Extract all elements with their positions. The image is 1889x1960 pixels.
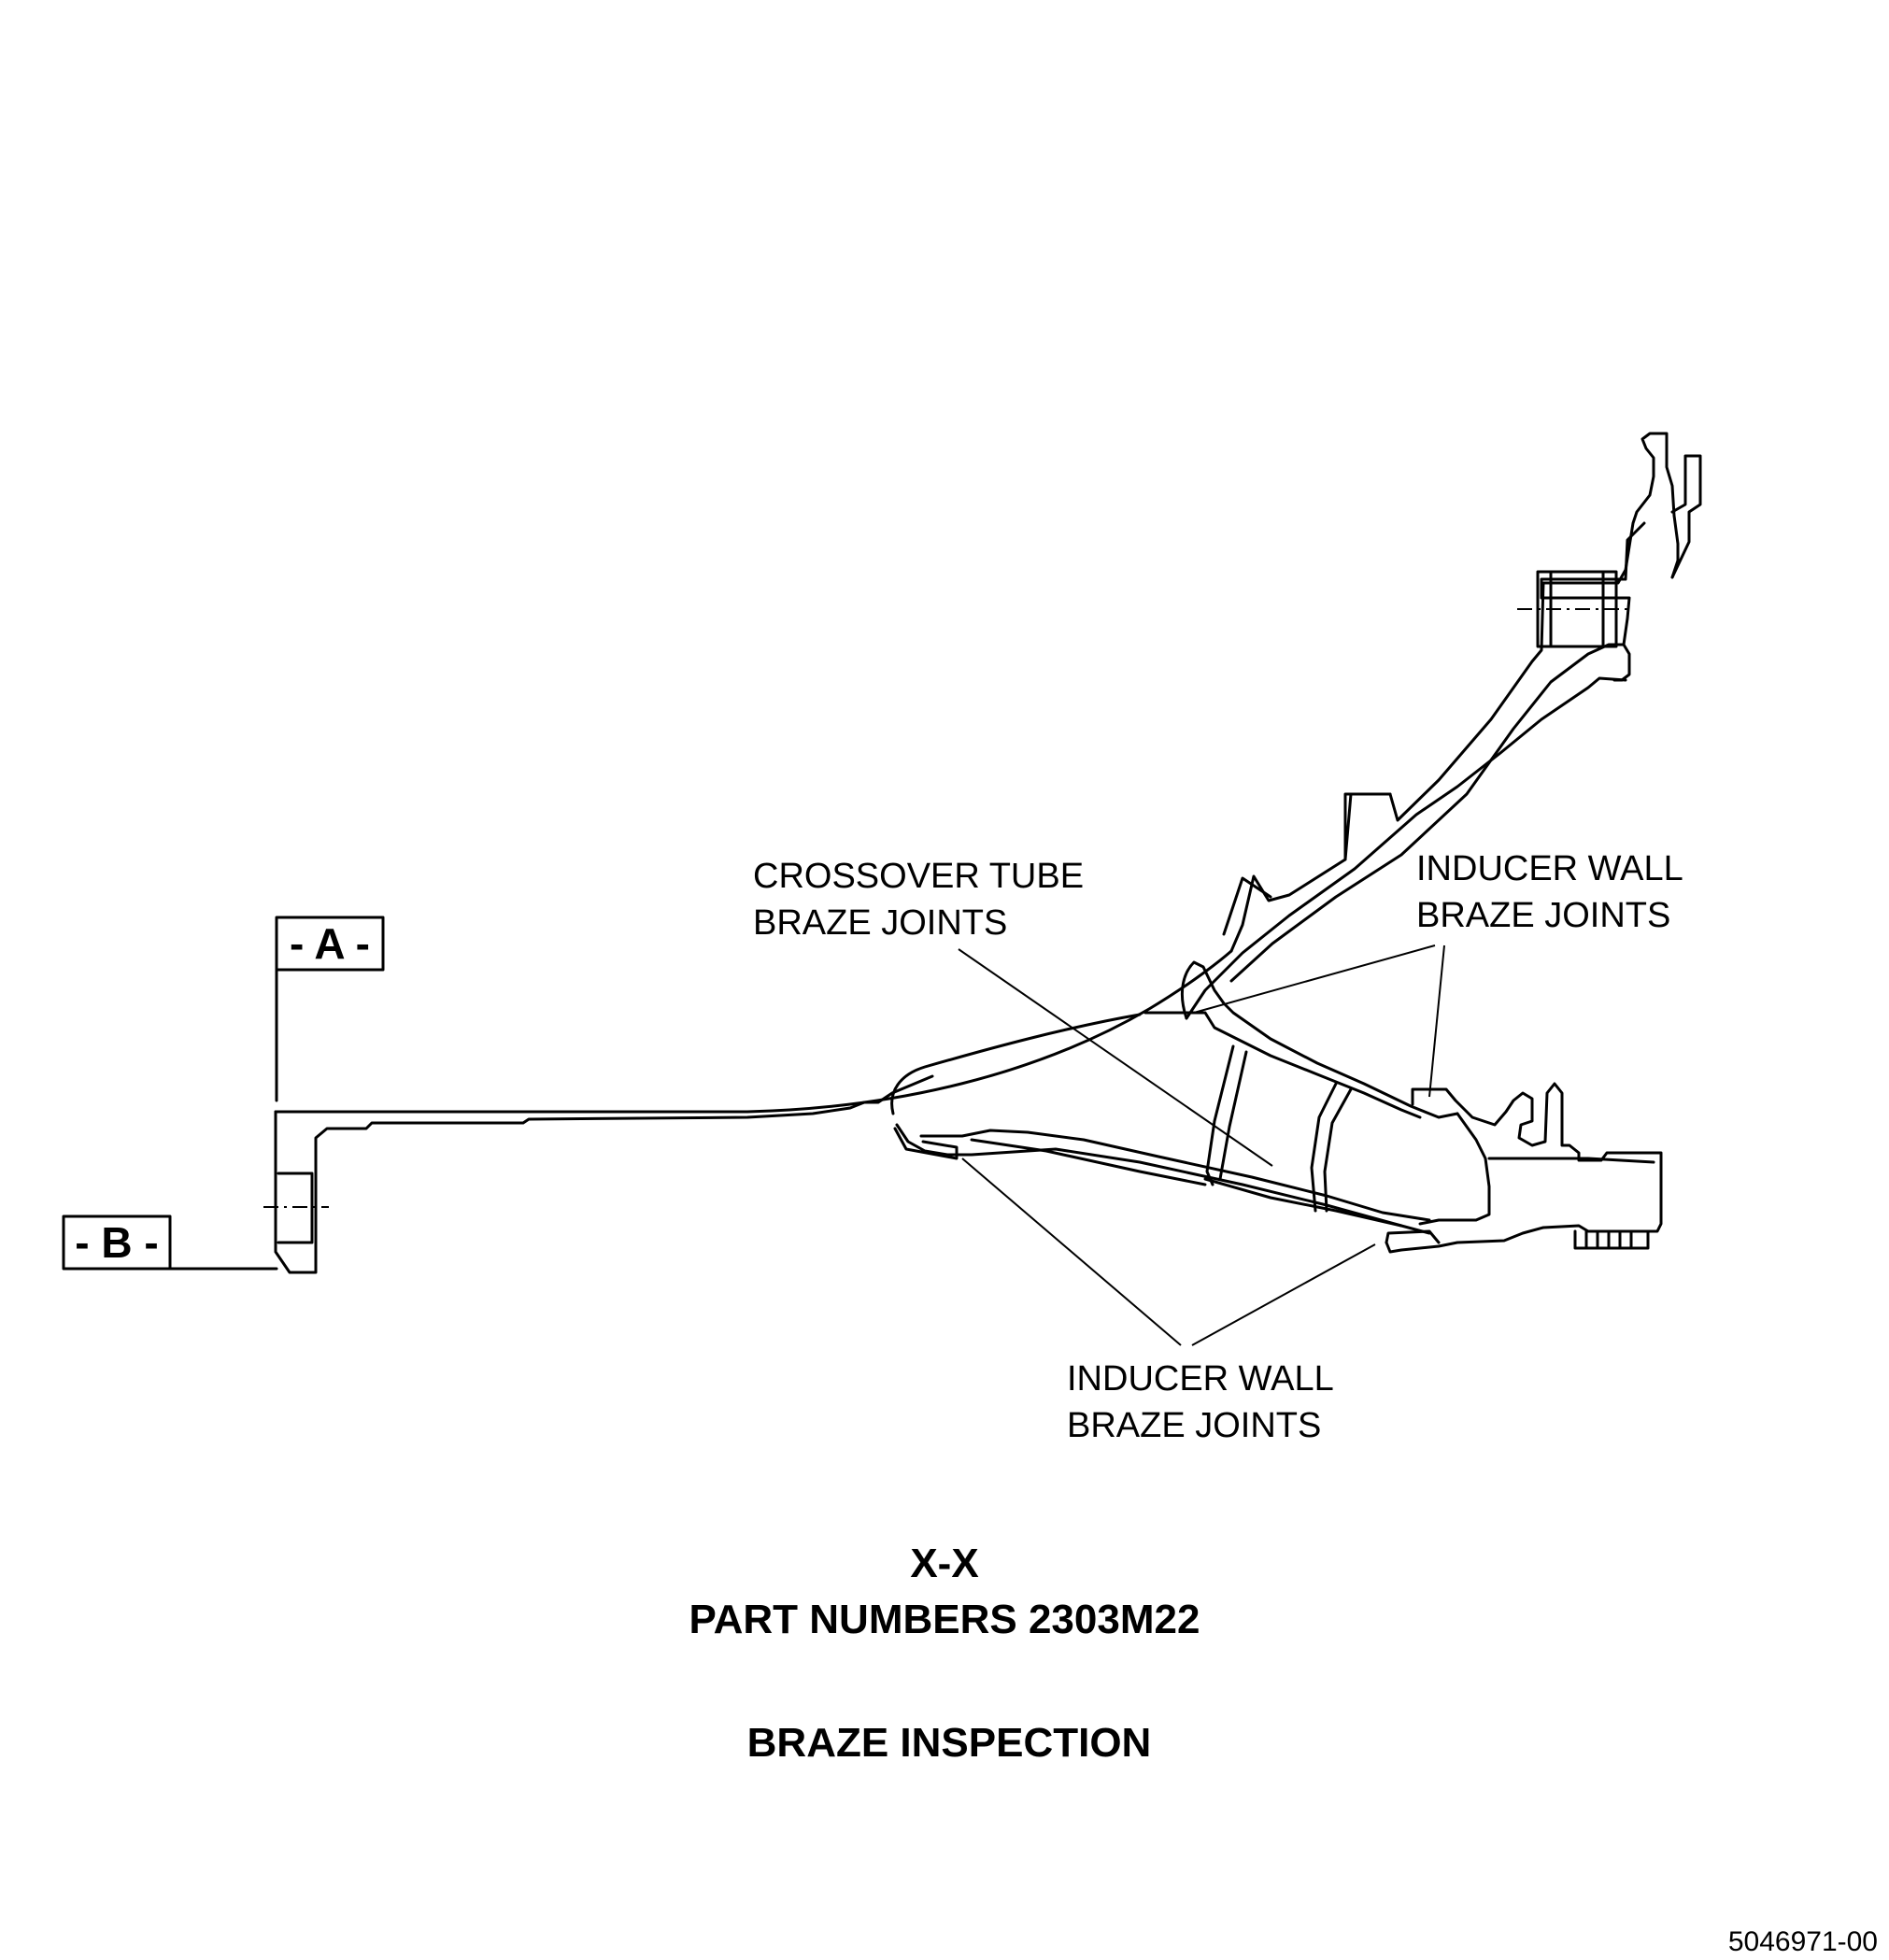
lower-lip bbox=[1385, 1229, 1441, 1244]
part-cross-section bbox=[263, 432, 1702, 1274]
datum-b-box bbox=[62, 1214, 172, 1271]
datum-a-frame: - A - bbox=[275, 916, 385, 1102]
callout-inducer-upper-line1: INDUCER WALL bbox=[1416, 849, 1683, 888]
datum-a-box bbox=[275, 916, 385, 972]
crossover-tube-left bbox=[1205, 1044, 1248, 1186]
figure-number: 5046971-00 bbox=[1728, 1926, 1878, 1957]
datum-a-label: - A - bbox=[290, 919, 370, 968]
upper-arm-inner bbox=[1229, 643, 1631, 983]
drawing-heading: BRAZE INSPECTION bbox=[747, 1720, 1152, 1766]
callout-inducer-upper-leader-2 bbox=[1428, 944, 1445, 1098]
right-end-ribs bbox=[1573, 1229, 1650, 1250]
lower-left-lip bbox=[893, 1127, 959, 1160]
right-end-inner bbox=[1418, 1112, 1655, 1226]
right-end-block bbox=[1385, 1082, 1663, 1254]
callout-inducer-lower-line2: BRAZE JOINTS bbox=[1067, 1406, 1321, 1445]
inducer-upper-wall bbox=[1180, 960, 1459, 1119]
lower-diagonal-wall bbox=[970, 1138, 1403, 1228]
callout-inducer-lower-leader-1 bbox=[961, 1158, 1182, 1346]
datum-b-frame: - B - bbox=[62, 1214, 278, 1271]
callout-inducer-upper: INDUCER WALL BRAZE JOINTS bbox=[1193, 849, 1683, 1098]
callout-inducer-upper-line2: BRAZE JOINTS bbox=[1416, 896, 1670, 935]
upper-arm-outline bbox=[1540, 521, 1646, 646]
callout-crossover: CROSSOVER TUBE BRAZE JOINTS bbox=[753, 857, 1273, 1167]
upper-arm-top-flange bbox=[1670, 454, 1702, 579]
callout-inducer-upper-leader-1 bbox=[1193, 944, 1436, 1014]
upper-arm-inner-2 bbox=[1185, 676, 1627, 1020]
section-label: X-X bbox=[910, 1541, 978, 1586]
callout-crossover-line1: CROSSOVER TUBE bbox=[753, 857, 1084, 896]
tab-triangle-2 bbox=[1222, 876, 1272, 936]
inducer-upper-wall-inner bbox=[1143, 1011, 1422, 1119]
callout-crossover-line2: BRAZE JOINTS bbox=[753, 903, 1007, 943]
tab-triangle-1 bbox=[1343, 792, 1392, 861]
callout-inducer-lower-line1: INDUCER WALL bbox=[1067, 1359, 1334, 1399]
flange-hole bbox=[277, 1172, 314, 1244]
part-numbers-label: PART NUMBERS 2303M22 bbox=[689, 1597, 1200, 1642]
crossover-tube-right bbox=[1310, 1082, 1353, 1213]
callout-inducer-lower: INDUCER WALL BRAZE JOINTS bbox=[961, 1158, 1376, 1445]
callout-inducer-lower-leader-2 bbox=[1191, 1243, 1376, 1346]
inducer-lower-wall bbox=[890, 1013, 1431, 1235]
upper-skin-outer bbox=[274, 949, 1233, 1114]
inducer-lower-wall-inner bbox=[919, 1129, 1431, 1222]
callout-crossover-leader bbox=[958, 948, 1273, 1167]
datum-b-label: - B - bbox=[75, 1218, 158, 1267]
